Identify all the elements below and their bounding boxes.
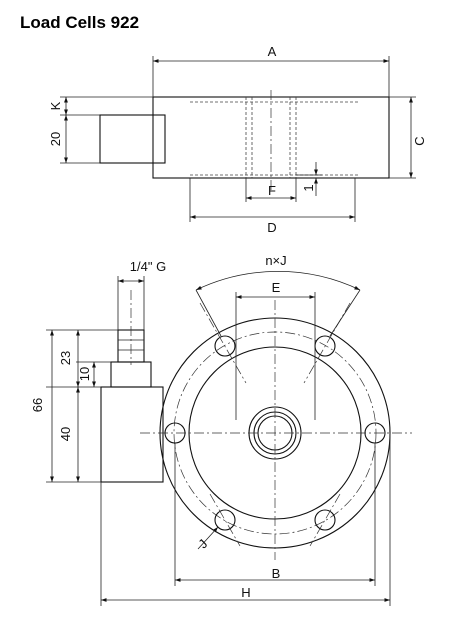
bolt-hole-top-left — [214, 335, 236, 357]
bolt-hole-bottom-left — [214, 509, 236, 531]
dim-40-label: 40 — [58, 427, 73, 441]
thread-label: 1/4" G — [130, 259, 166, 274]
dim-j-leader — [197, 526, 219, 550]
bolt-centerline-bottom-left — [209, 493, 241, 547]
bolt-pattern-ext-left — [195, 289, 222, 337]
dim-23-label: 23 — [58, 351, 73, 365]
dim-a-label: A — [268, 44, 277, 59]
bolt-hole-bottom-right — [314, 509, 336, 531]
dim-1-label: 1 — [301, 184, 316, 191]
side-view: A C K 20 F 1 — [48, 44, 427, 235]
bolt-pattern-ext-right — [329, 289, 361, 337]
page-title: Load Cells 922 — [20, 13, 140, 32]
front-view: 1/4" G 23 10 66 40 — [30, 253, 412, 606]
dim-f-label: F — [268, 183, 276, 198]
dim-b-label: B — [272, 566, 281, 581]
bolt-centerline-top-right — [303, 302, 351, 384]
bolt-centerline-top-left — [199, 302, 247, 384]
bolt-pattern-label: n×J — [265, 253, 286, 268]
dim-e-label: E — [272, 280, 281, 295]
bolt-pattern-arc — [195, 271, 361, 291]
dim-66-label: 66 — [30, 398, 45, 412]
dim-h-label: H — [241, 585, 250, 600]
connector-nut — [110, 361, 152, 388]
dim-c-label: C — [412, 136, 427, 145]
dim-k-label: K — [48, 101, 63, 110]
dim-10-label: 10 — [77, 367, 92, 381]
connector-housing — [100, 386, 164, 483]
bolt-centerline-bottom-right — [309, 493, 341, 547]
dim-j-label: J — [195, 536, 210, 551]
side-view-connector — [99, 114, 166, 164]
dim-20-label: 20 — [48, 132, 63, 146]
dim-d-label: D — [267, 220, 276, 235]
